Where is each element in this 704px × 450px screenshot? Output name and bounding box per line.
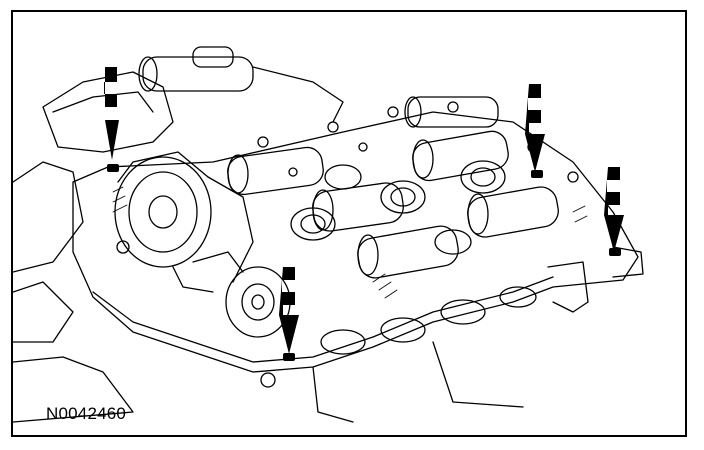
port-row bbox=[312, 286, 537, 423]
rear-manifold bbox=[13, 71, 174, 423]
bolt-heads bbox=[116, 101, 579, 388]
cylinder-head bbox=[72, 111, 644, 373]
shading-hatch bbox=[112, 186, 588, 299]
engine-illustration bbox=[13, 46, 644, 423]
upper-tubes bbox=[138, 46, 499, 128]
down-arrow-icon bbox=[604, 167, 624, 252]
figure-frame: N0042460 bbox=[11, 10, 687, 437]
down-arrow-icon bbox=[279, 267, 299, 354]
highlighted-bolts bbox=[107, 164, 621, 361]
down-arrow-icon bbox=[104, 67, 119, 160]
camshaft-section bbox=[227, 130, 559, 279]
figure-reference-code: N0042460 bbox=[46, 404, 127, 423]
down-arrow-icon bbox=[525, 84, 545, 172]
timing-sprockets bbox=[114, 151, 291, 338]
